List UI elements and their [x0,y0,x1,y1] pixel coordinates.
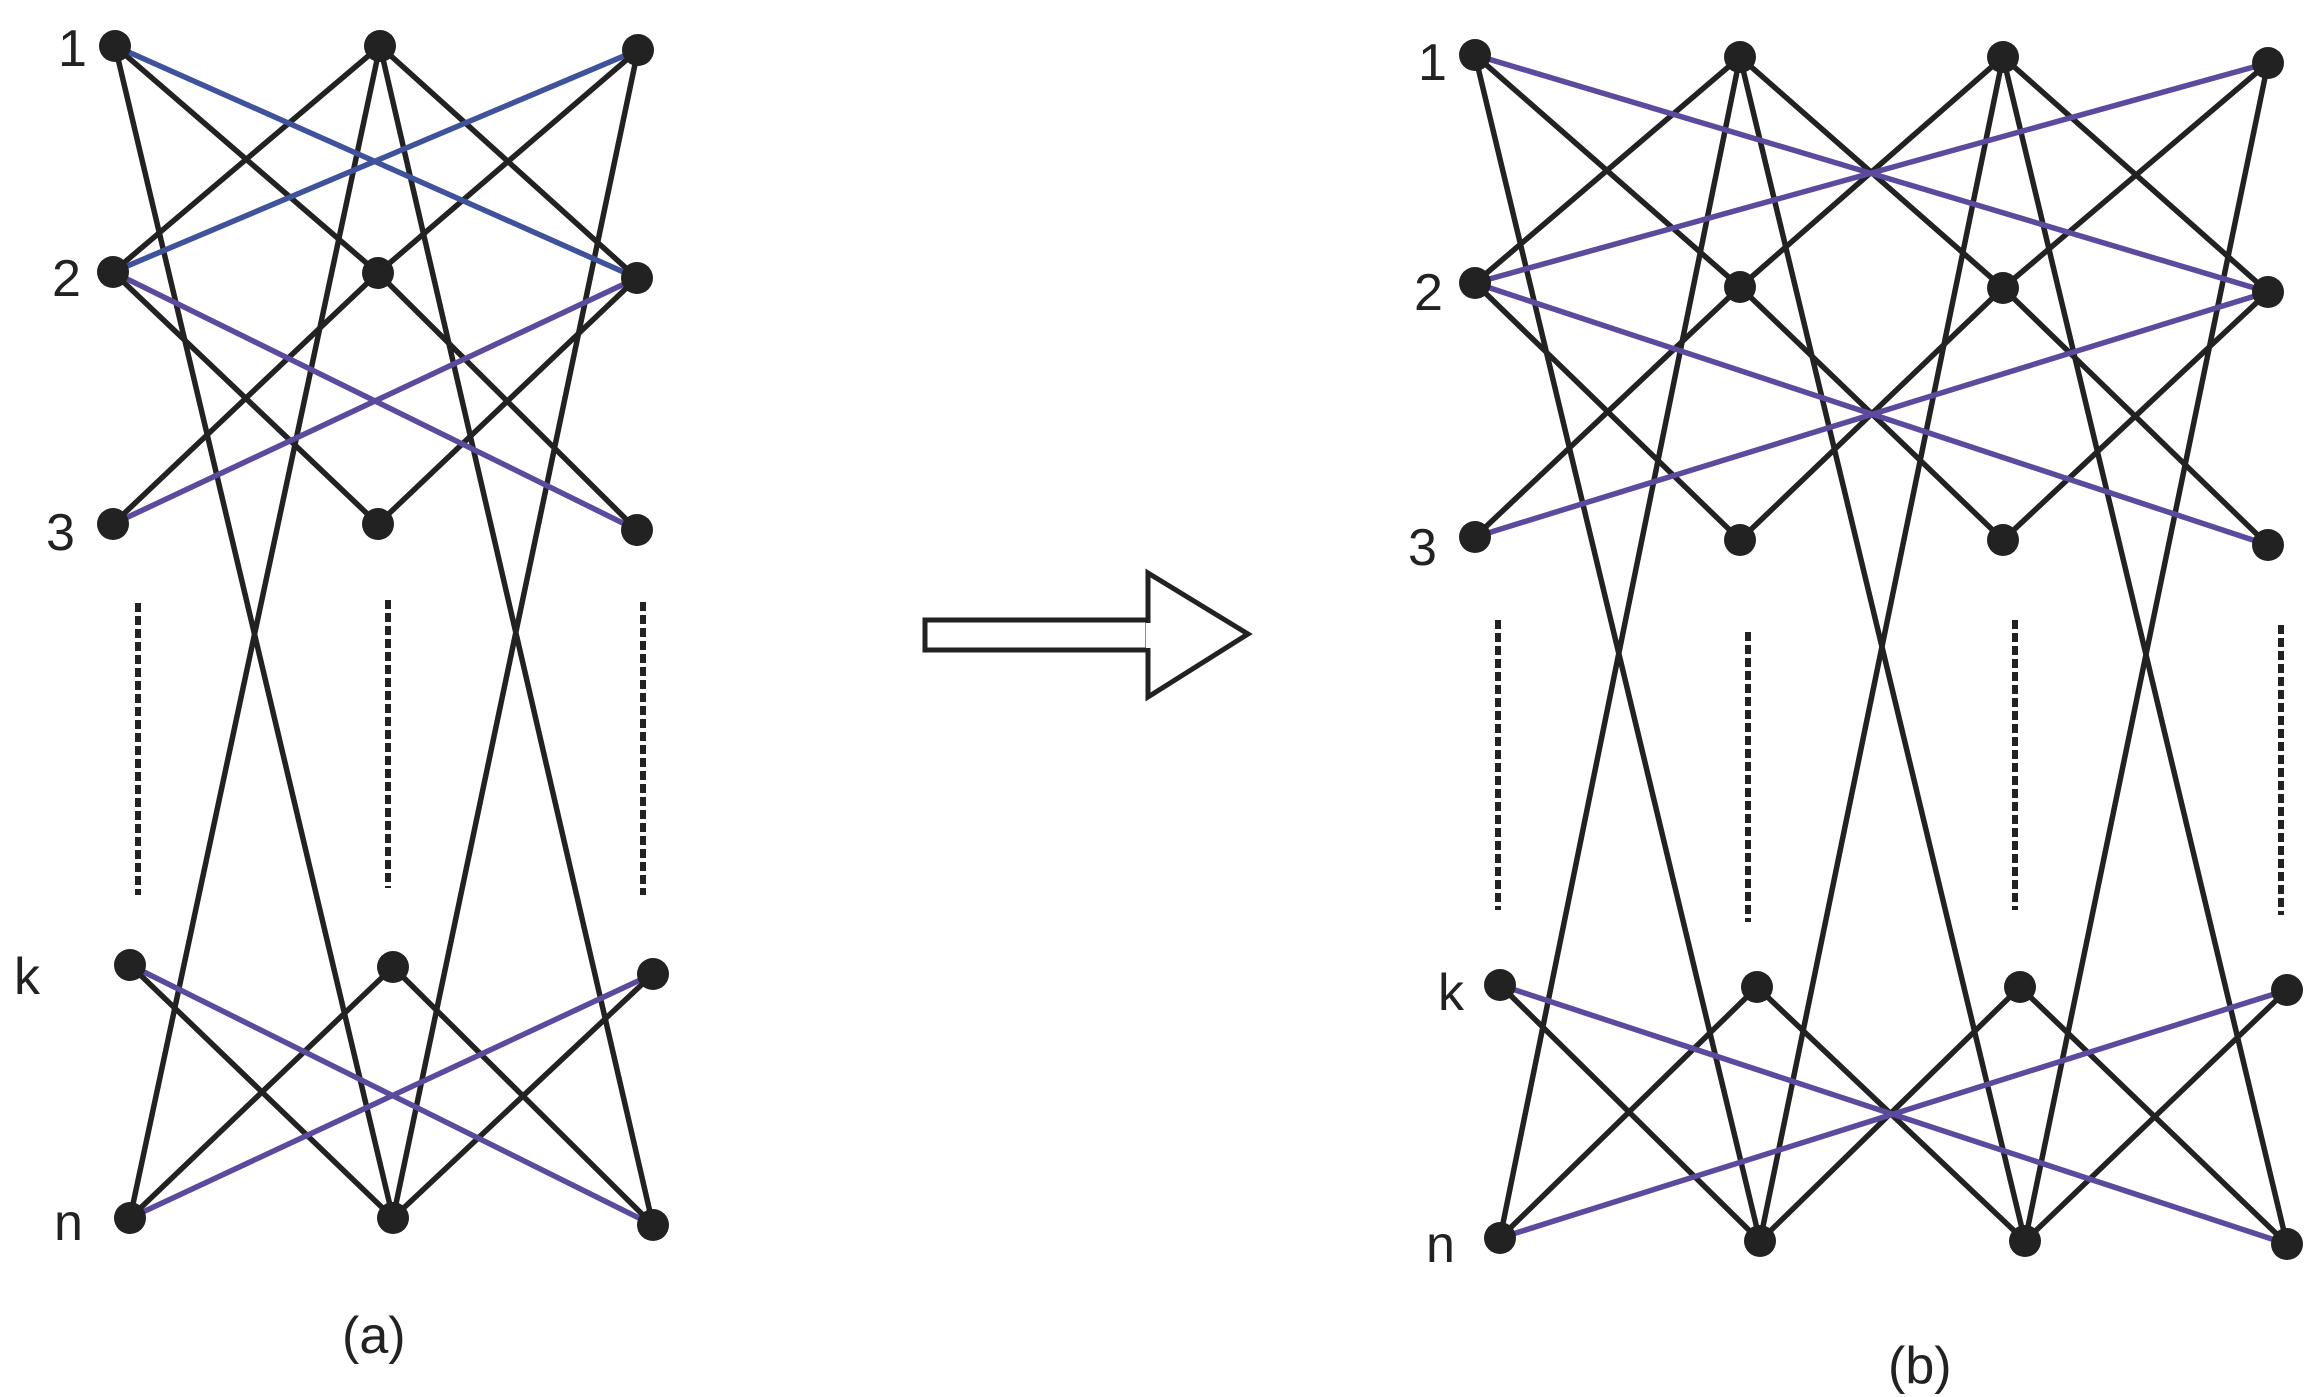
a-edge-M1-L2 [110,43,383,275]
b-edge-c2_1-c1_n [1757,54,2006,1244]
a-node-M3 [362,508,394,540]
diagram-b-caption: (b) [1888,1337,1952,1395]
b-node-c1_3 [1724,524,1756,556]
b-edge-c3_1-c2_2 [2000,60,2271,291]
diagram-b-row-label-2: 2 [1414,264,1443,322]
arrow-joint-cover [1146,623,1152,648]
b-edge-c0_n-c3_k [1497,987,2290,1241]
b-node-c3_1 [2252,47,2284,79]
diagram-b-row-label-n: n [1426,1216,1455,1274]
diagram-a: 1 2 3 k n (a) [14,20,669,1365]
a-node-R3 [621,514,653,546]
a-node-L1 [99,30,131,62]
a-edge-Ln-Rk [127,971,656,1221]
a-edge-Mk-Ln [127,964,396,1221]
diagram-a-nodes [97,30,669,1241]
b-node-c2_n [2009,1225,2041,1257]
b-node-c0_k [1484,969,1516,1001]
diagram-a-edges [110,43,656,1228]
a-node-Mk [377,951,409,983]
diagram-a-caption: (a) [342,1307,406,1365]
diagram-b-row-label-k: k [1438,964,1465,1022]
b-edge-c0_2-c3_1 [1472,60,2271,286]
hollow-right-arrow-icon [922,568,1253,702]
arrow-head [1145,568,1253,702]
b-node-c1_n [1744,1225,1776,1257]
arrow-shaft [922,617,1151,653]
b-edge-c3_k-c2_n [2022,987,2290,1244]
b-node-c2_2 [1987,272,2019,304]
a-edge-R1-M2 [375,47,641,276]
a-edge-L2-R1 [110,47,641,275]
a-node-Rk [637,958,669,990]
b-edge-c3_1-c2_n [2022,60,2271,1244]
b-edge-c1_1-c0_n [1497,54,1743,1241]
a-node-L3 [97,508,129,540]
diagram-b-ellipsis-lines [1495,620,2284,922]
diagram-a-row-label-2: 2 [52,250,81,308]
b-node-c0_1 [1459,39,1491,71]
b-node-c3_3 [2252,529,2284,561]
b-node-c0_2 [1459,267,1491,299]
b-node-c0_n [1484,1222,1516,1254]
a-node-Lk [114,949,146,981]
b-edge-c0_3-c3_2 [1472,289,2271,540]
b-edge-c1_2-c0_3 [1472,284,1743,540]
diagram-a-row-label-k: k [14,948,41,1006]
diagram-a-row-label-1: 1 [58,20,87,78]
b-node-c2_3 [1987,524,2019,556]
a-node-M2 [362,257,394,289]
b-node-c1_1 [1724,41,1756,73]
b-node-c2_k [2004,971,2036,1003]
a-edge-M1-Ln [127,43,383,1221]
a-node-Mn [377,1202,409,1234]
a-node-L2 [97,256,129,288]
b-node-c3_k [2271,974,2303,1006]
diagram-a-row-label-3: 3 [46,504,75,562]
a-edge-R1-Mn [390,47,641,1221]
b-node-c3_n [2271,1228,2303,1260]
a-node-R1 [622,34,654,66]
a-node-Ln [114,1202,146,1234]
diagram-b-row-label-1: 1 [1418,34,1447,92]
diagram-b-nodes [1459,39,2303,1260]
a-edge-Rk-Mn [390,971,656,1221]
b-node-c0_3 [1459,521,1491,553]
b-node-c1_k [1741,971,1773,1003]
diagram-b-row-label-3: 3 [1408,519,1437,577]
b-node-c3_2 [2252,276,2284,308]
diagram-a-row-label-n: n [54,1194,83,1252]
a-edge-L3-R2 [110,275,640,527]
a-edge-M2-L3 [110,270,381,527]
diagram-b: 1 2 3 k n (b) [1408,34,2303,1395]
b-edge-c1_1-c0_2 [1472,54,1743,286]
a-node-M1 [364,30,396,62]
diagram-a-ellipsis-lines [135,600,646,895]
a-edge-R2-M3 [375,275,640,527]
diagram-b-edges [1472,52,2290,1247]
b-node-c2_1 [1987,41,2019,73]
b-edge-c1_k-c0_n [1497,984,1760,1241]
a-node-Rn [637,1209,669,1241]
b-node-c1_2 [1724,271,1756,303]
a-node-R2 [621,262,653,294]
b-edge-c3_2-c2_3 [2000,289,2271,543]
